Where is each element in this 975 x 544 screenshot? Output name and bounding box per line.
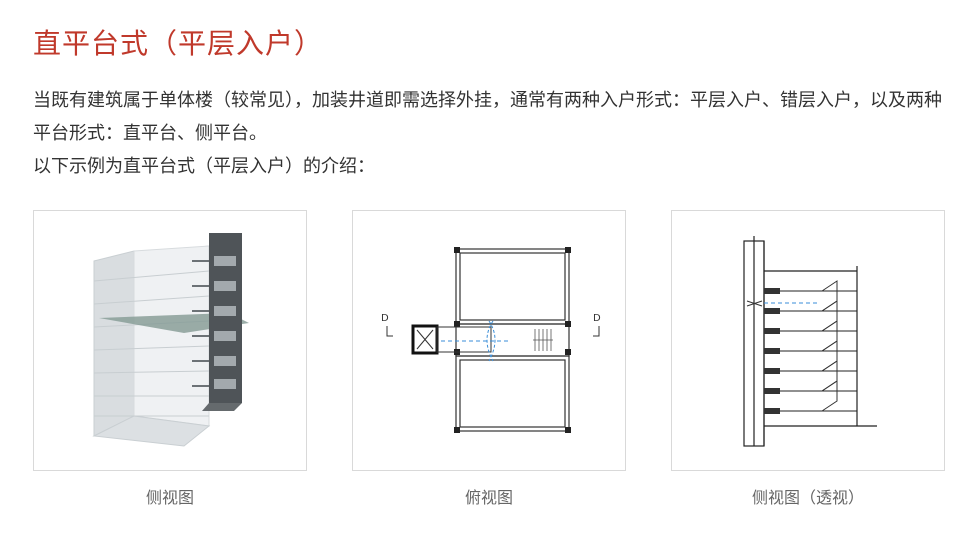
figure-side-view <box>33 210 307 471</box>
figure-2-caption: 俯视图 <box>464 488 513 507</box>
figure-3-caption: 侧视图（透视） <box>751 488 864 507</box>
plan-label-left: D <box>381 313 389 324</box>
intro-paragraph-2: 以下示例为直平台式（平层入户）的介绍： <box>33 156 375 177</box>
figure-plan-view: D D <box>352 210 626 471</box>
side-view-perspective-illustration <box>743 236 877 447</box>
plan-view-illustration <box>386 247 600 433</box>
page-title: 直平台式（平层入户） <box>33 27 324 60</box>
intro-text: 当既有建筑属于单体楼（较常见），加装井道即需选择外挂，通常有两种入户形式：平层入… <box>33 84 948 183</box>
side-view-illustration <box>92 233 249 447</box>
figure-1-caption: 侧视图 <box>145 488 194 507</box>
intro-paragraph-1: 当既有建筑属于单体楼（较常见），加装井道即需选择外挂，通常有两种入户形式：平层入… <box>33 90 942 144</box>
plan-label-right: D <box>593 313 601 324</box>
figure-side-view-perspective <box>671 210 945 471</box>
